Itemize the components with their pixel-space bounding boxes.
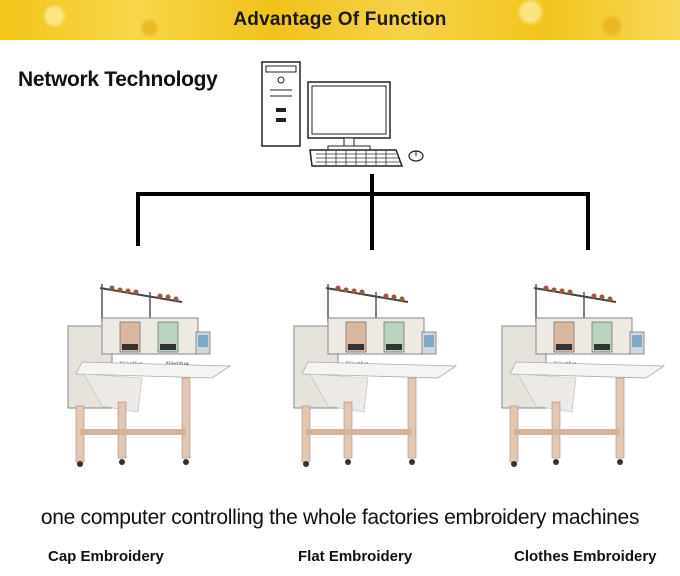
embroidery-machine-clothes: NingYue [501,284,666,467]
label-flat-embroidery: Flat Embroidery [298,548,413,565]
desktop-computer-icon [261,61,424,167]
embroidery-machine-flat: NingYue [293,284,458,467]
section-heading: Network Technology [18,68,218,91]
caption-text: one computer controlling the whole facto… [40,506,640,529]
label-cap-embroidery: Cap Embroidery [48,548,164,565]
network-connection-lines [136,174,590,250]
embroidery-machine-cap: NingYue NingYue [67,284,232,467]
banner-title: Advantage Of Function [233,9,447,30]
label-clothes-embroidery: Clothes Embroidery [514,548,657,565]
header-banner: Advantage Of Function [0,0,680,40]
